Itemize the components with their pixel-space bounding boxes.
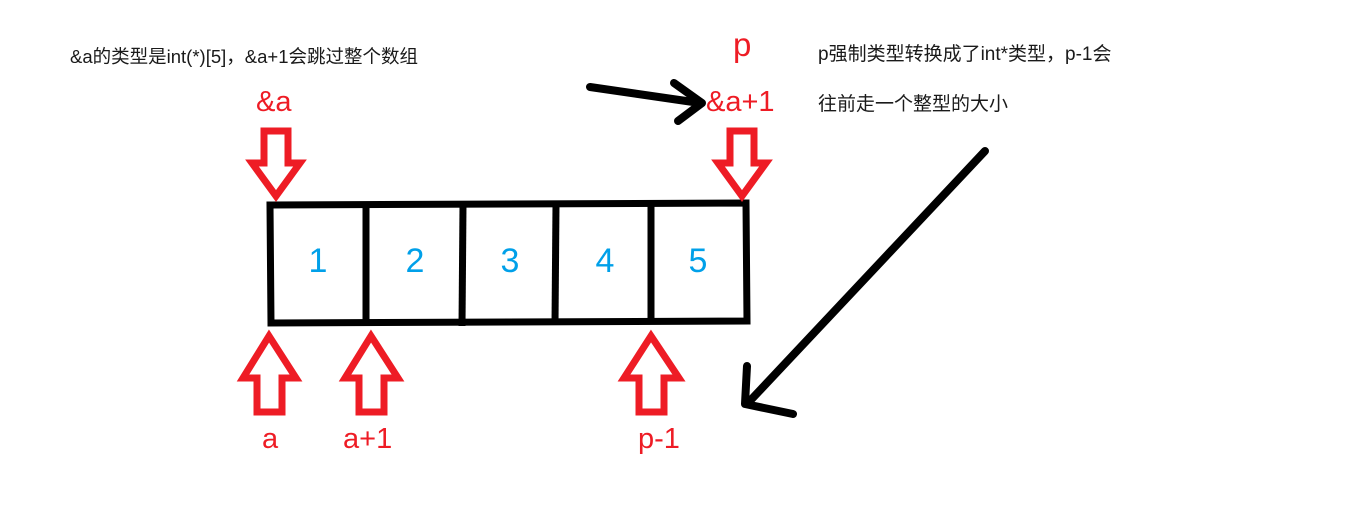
cell-divider-2 <box>458 204 467 327</box>
arrow-head-to-amp-a-plus-1 <box>670 79 706 125</box>
up-arrow-p-minus-1 <box>617 329 686 416</box>
pointer-label-p: p <box>733 26 752 63</box>
array-cell-0: 1 <box>308 242 328 280</box>
array-cell-4: 5 <box>688 242 708 280</box>
pointer-label-amp-a-plus-1: &a+1 <box>706 86 775 118</box>
arrow-line-cast-explanation <box>744 147 989 407</box>
down-arrow-amp-a-plus-1 <box>711 127 773 202</box>
note-right-cast-line2: 往前走一个整型的大小 <box>818 94 1009 115</box>
note-right-cast-line1: p强制类型转换成了int*类型，p-1会 <box>818 44 1112 65</box>
up-arrow-a <box>236 329 303 416</box>
pointer-label-a-plus-1: a+1 <box>343 423 393 455</box>
pointer-label-amp-a: &a <box>256 86 292 118</box>
arrow-line-to-amp-a-plus-1 <box>586 83 704 107</box>
array-cell-1: 2 <box>405 242 425 280</box>
pointer-label-p-minus-1: p-1 <box>638 423 680 455</box>
cell-divider-3 <box>551 203 560 325</box>
array-cell-3: 4 <box>595 242 615 280</box>
array-cell-2: 3 <box>500 242 520 280</box>
up-arrow-a-plus-1 <box>338 329 405 416</box>
pointer-label-a: a <box>262 423 279 455</box>
note-left-array-type: &a的类型是int(*)[5]，&a+1会跳过整个数组 <box>70 46 418 67</box>
down-arrow-amp-a <box>245 127 307 202</box>
arrow-head-cast-explanation <box>741 362 797 418</box>
array-diagram: 1 2 3 4 5 <box>266 199 751 327</box>
